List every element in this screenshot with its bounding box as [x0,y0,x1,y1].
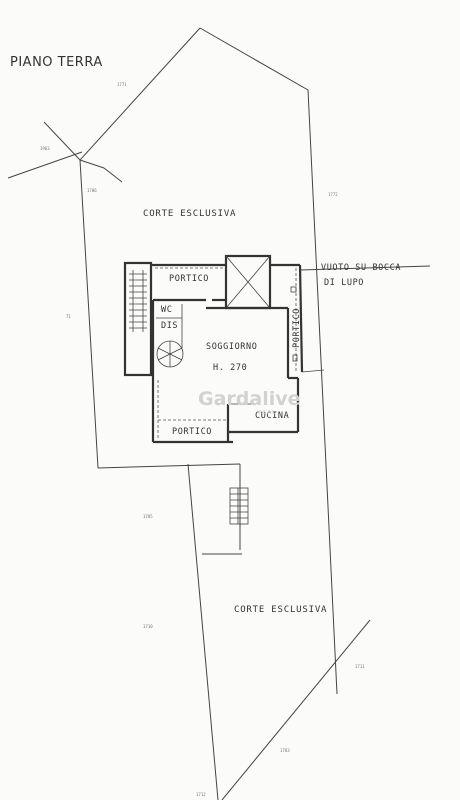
lot-boundary [7,27,431,800]
svg-text:1710: 1710 [143,624,153,629]
label-portico-top: PORTICO [169,274,209,284]
plan-title: PIANO TERRA [10,55,103,70]
label-dis: DIS [161,321,178,331]
svg-text:1963: 1963 [40,146,50,151]
svg-text:1705: 1705 [143,514,153,519]
label-soggiorno: SOGGIORNO [206,342,257,352]
callout-line2: DI LUPO [324,278,364,288]
watermark-sub: REAL [258,410,276,416]
svg-text:1772: 1772 [328,192,338,197]
staircase-lower [229,487,249,525]
svg-text:1712: 1712 [196,792,206,797]
svg-text:1711: 1711 [355,664,365,669]
callout-line1: VUOTO SU BOCCA [321,263,401,273]
svg-text:71: 71 [66,314,71,319]
house-walls [123,254,304,444]
spiral-stair [156,340,184,368]
svg-text:1783: 1783 [280,748,290,753]
label-portico-side: PORTICO [292,308,302,348]
label-height: H. 270 [213,363,247,373]
label-corte-bottom: CORTE ESCLUSIVA [234,605,327,615]
svg-text:1706: 1706 [87,188,97,193]
label-corte-top: CORTE ESCLUSIVA [143,209,236,219]
cadastral-marks: 1771 1963 1706 1772 71 1705 1710 1711 17… [40,82,365,797]
staircase-upper [129,270,147,332]
porch-marks [290,286,325,373]
label-portico-bottom: PORTICO [172,427,212,437]
svg-text:1771: 1771 [117,82,127,87]
label-cucina: CUCINA [255,411,289,421]
label-wc: WC [161,305,172,315]
watermark-logo: Gardalive [198,388,301,410]
